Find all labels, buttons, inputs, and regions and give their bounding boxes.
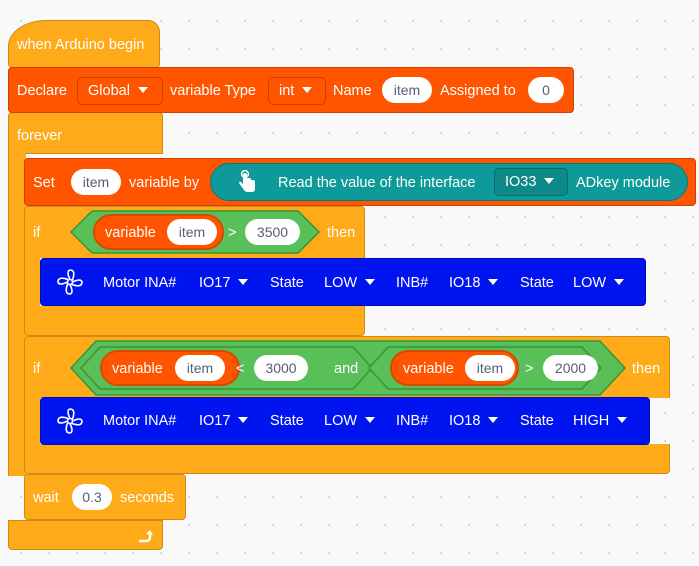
scope-value: Global [88, 83, 130, 99]
operator-lt: < [236, 361, 245, 377]
touch-hand-icon [236, 169, 258, 195]
ina-value: IO17 [199, 275, 231, 291]
inb-label: INB# [396, 275, 429, 291]
then-label-2: then [632, 361, 661, 377]
initial-value-input[interactable]: 0 [528, 77, 564, 103]
set-label: Set [33, 175, 55, 191]
inb-value: IO18 [449, 275, 481, 291]
fan-icon [56, 407, 84, 435]
inb-label: INB# [396, 413, 429, 429]
motor-label: Motor INA# [103, 275, 177, 291]
caret-down-icon [137, 87, 148, 94]
variable-label: variable [403, 361, 454, 377]
if-2-bottom [24, 444, 670, 474]
operator-gt: > [525, 361, 534, 377]
motor-block-1[interactable] [40, 258, 646, 306]
type-label: variable Type [170, 83, 256, 99]
scope-dropdown[interactable]: Global [77, 77, 163, 105]
hat-label: when Arduino begin [17, 37, 145, 53]
variable-label: variable [105, 225, 156, 241]
caret-down-icon [238, 417, 249, 424]
port-dropdown[interactable]: IO33 [494, 168, 568, 196]
caret-down-icon [617, 417, 628, 424]
operator-gt: > [228, 225, 237, 241]
compare-value-input[interactable]: 3000 [254, 355, 308, 381]
then-label-1: then [327, 225, 356, 241]
caret-down-icon [365, 417, 376, 424]
module-label: ADkey module [576, 175, 671, 191]
ina-value: IO17 [199, 413, 231, 429]
inb-state-dropdown[interactable]: HIGH [573, 412, 628, 430]
port-value: IO33 [505, 174, 537, 190]
caret-down-icon [365, 279, 376, 286]
state-label: State [520, 275, 554, 291]
loop-arrow-icon [136, 527, 154, 545]
inb-value: IO18 [449, 413, 481, 429]
assign-label: Assigned to [440, 83, 516, 99]
forever-bottom [8, 520, 163, 550]
caret-down-icon [302, 87, 313, 94]
state-label: State [270, 413, 304, 429]
seconds-label: seconds [120, 490, 175, 506]
motor-label: Motor INA# [103, 413, 177, 429]
read-interface-reporter[interactable] [210, 163, 688, 201]
forever-label: forever [17, 128, 63, 144]
if-1-arm [24, 257, 40, 307]
state-label: State [520, 413, 554, 429]
caret-down-icon [614, 279, 625, 286]
compare-value-input[interactable]: 2000 [543, 355, 598, 381]
inb-dropdown[interactable]: IO18 [449, 412, 499, 430]
inb-state-value: LOW [573, 275, 607, 291]
variable-input[interactable]: item [175, 355, 225, 381]
if-1-bottom [24, 306, 365, 336]
caret-down-icon [544, 178, 555, 185]
if-2-arm [24, 396, 40, 446]
inb-dropdown[interactable]: IO18 [449, 274, 499, 292]
motor-block-2[interactable] [40, 397, 650, 445]
ina-state-dropdown[interactable]: LOW [324, 412, 376, 430]
compare-value-input[interactable]: 3500 [245, 219, 300, 245]
variable-name-input[interactable]: item [382, 77, 432, 103]
variable-input[interactable]: item [167, 219, 217, 245]
name-label: Name [333, 83, 372, 99]
variable-input[interactable]: item [465, 355, 515, 381]
ina-state-value: LOW [324, 413, 358, 429]
forever-block[interactable] [8, 112, 163, 154]
wait-label: wait [33, 490, 59, 506]
caret-down-icon [238, 279, 249, 286]
inb-state-dropdown[interactable]: LOW [573, 274, 625, 292]
ina-state-dropdown[interactable]: LOW [324, 274, 376, 292]
caret-down-icon [488, 279, 499, 286]
hat-block-when-arduino-begin[interactable] [8, 20, 160, 68]
ina-state-value: LOW [324, 275, 358, 291]
declare-label: Declare [17, 83, 67, 99]
ina-dropdown[interactable]: IO17 [199, 412, 249, 430]
and-label: and [334, 361, 359, 377]
ina-dropdown[interactable]: IO17 [199, 274, 249, 292]
state-label: State [270, 275, 304, 291]
wait-seconds-input[interactable]: 0.3 [72, 484, 112, 510]
forever-left-arm [8, 150, 26, 476]
type-value: int [279, 83, 295, 99]
fan-icon [56, 268, 84, 296]
read-label: Read the value of the interface [278, 175, 476, 191]
type-dropdown[interactable]: int [268, 77, 326, 105]
set-by-label: variable by [129, 175, 200, 191]
set-variable-input[interactable]: item [71, 169, 121, 195]
if-label-2: if [33, 361, 41, 377]
if-label-1: if [33, 225, 41, 241]
inb-state-value: HIGH [573, 413, 610, 429]
variable-label: variable [112, 361, 163, 377]
caret-down-icon [488, 417, 499, 424]
